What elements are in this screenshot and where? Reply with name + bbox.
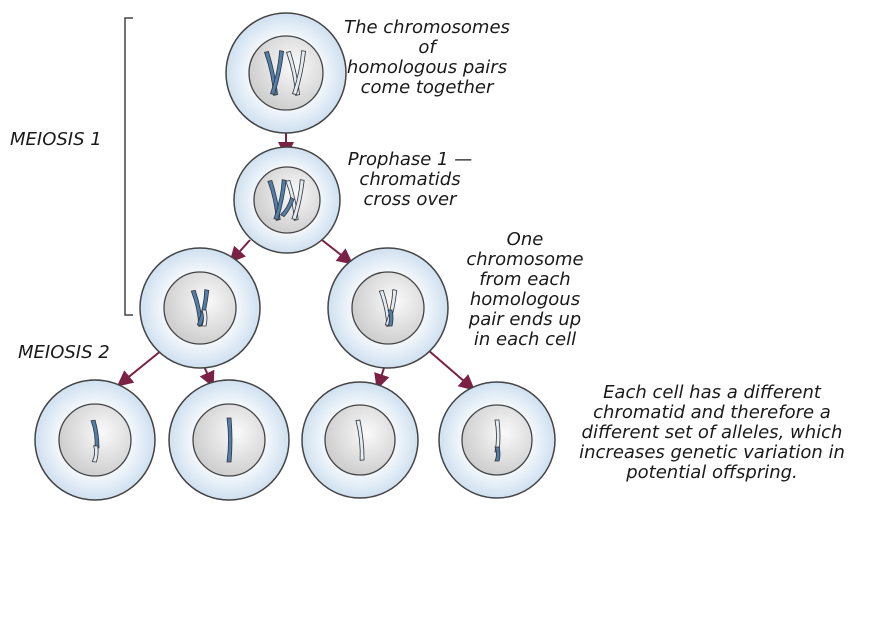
chromosome: [90, 419, 100, 449]
arrow: [229, 239, 251, 263]
nucleus: [253, 166, 321, 234]
arrow: [321, 239, 354, 265]
chromosome: [387, 309, 394, 327]
label-meiosis2: MEIOSIS 2: [18, 342, 110, 363]
chromosome: [494, 446, 501, 462]
label-step4: Each cell has a different chromatid and …: [579, 382, 845, 483]
label-step2: Prophase 1 — chromatids cross over: [347, 149, 473, 210]
cell: [327, 247, 449, 369]
cell: [34, 379, 156, 501]
label-step1: The chromosomes of homologous pairs come…: [344, 17, 510, 98]
cell: [301, 381, 419, 499]
label-step3: One chromosome from each homologous pair…: [466, 229, 584, 350]
meiosis1-bracket: [124, 17, 133, 316]
nucleus: [248, 35, 324, 111]
arrow: [116, 349, 163, 387]
cell: [438, 381, 556, 499]
chromosome: [201, 309, 208, 327]
cell: [139, 247, 261, 369]
chromosome: [91, 445, 99, 463]
cell: [233, 146, 341, 254]
chromosome: [291, 50, 307, 95]
chromosome: [196, 289, 210, 327]
chromosome: [291, 179, 305, 221]
chromosome: [269, 50, 285, 95]
chromosome: [355, 419, 365, 461]
cell: [168, 379, 290, 501]
cell: [225, 12, 347, 134]
chromosome: [226, 417, 233, 463]
chromosome: [279, 196, 295, 218]
chromosome: [273, 179, 287, 221]
label-meiosis1: MEIOSIS 1: [10, 129, 102, 150]
arrow: [427, 349, 476, 391]
